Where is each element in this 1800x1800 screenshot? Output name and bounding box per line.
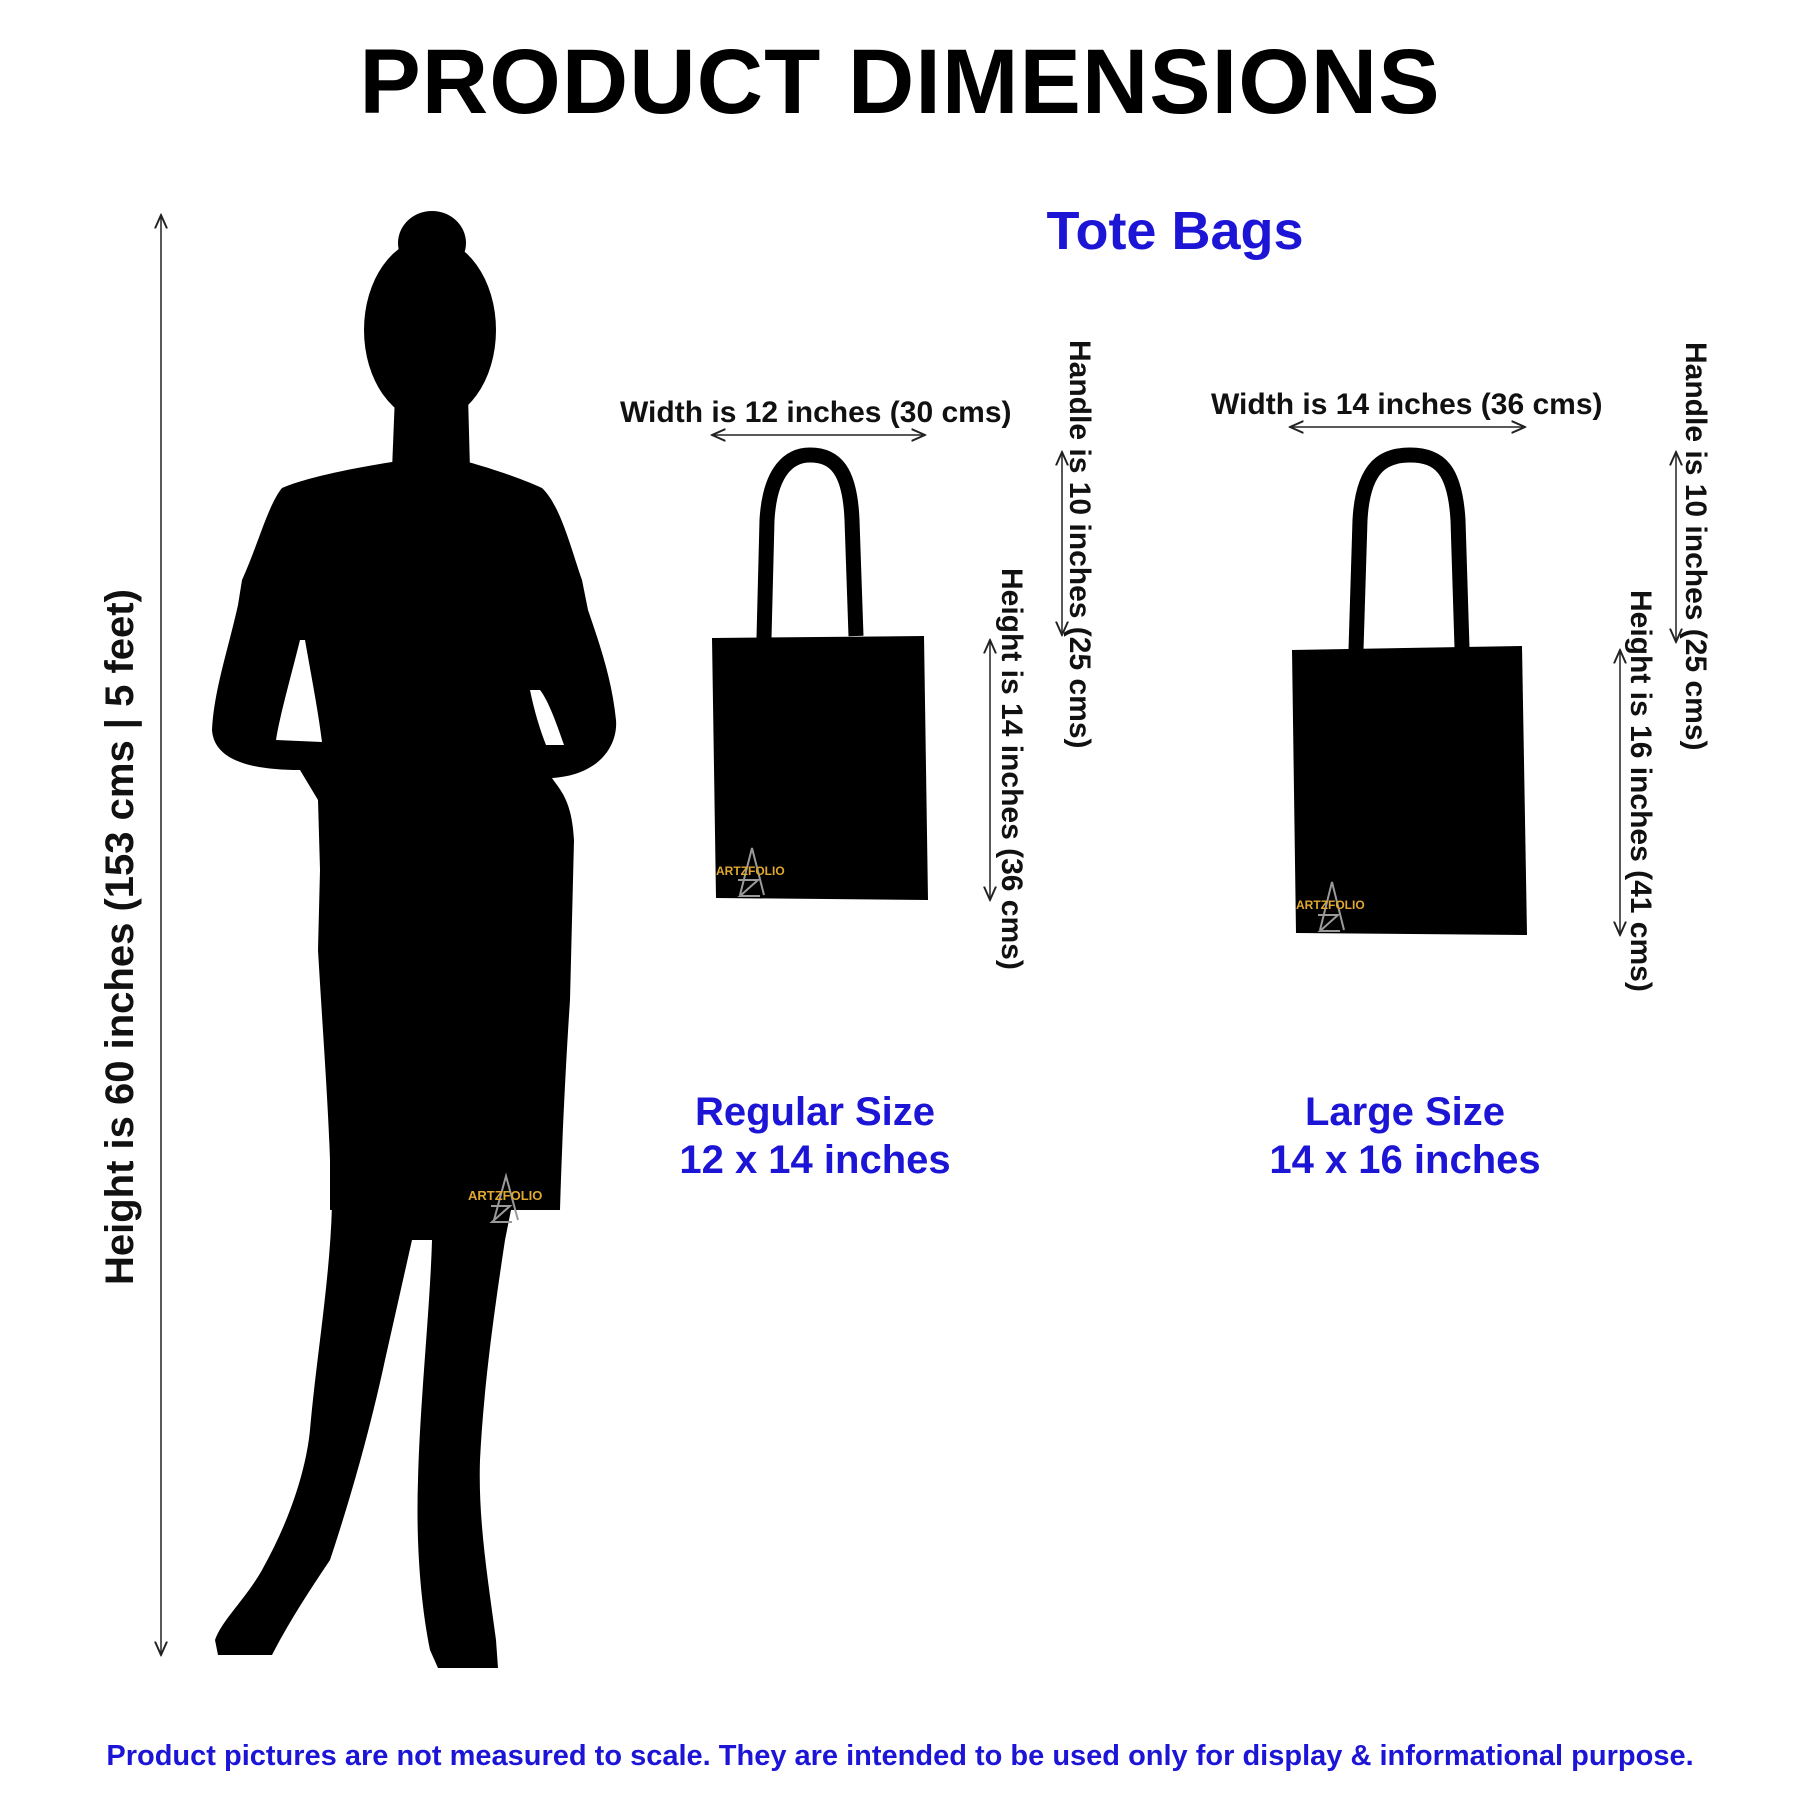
regular-size-caption: Regular Size 12 x 14 inches [615,1088,1015,1184]
section-subtitle: Tote Bags [1046,201,1304,261]
regular-size-name: Regular Size [694,1090,936,1134]
large-size-caption: Large Size 14 x 16 inches [1205,1088,1605,1184]
large-width-label: Width is 14 inches (36 cms) [1211,388,1603,421]
woman-silhouette [212,211,617,1668]
large-bag-logo-text: ARTZFOLIO [1296,898,1365,912]
regular-width-label: Width is 12 inches (30 cms) [620,396,1012,429]
disclaimer-footer: Product pictures are not measured to sca… [106,1740,1694,1772]
regular-size-dims: 12 x 14 inches [679,1138,951,1182]
dress-logo-text: ARTZFOLIO [468,1188,543,1203]
regular-handle-label: Handle is 10 inches (25 cms) [1063,340,1096,749]
dress-logo [489,1172,519,1223]
large-tote-bag [1292,447,1527,935]
person-height-label: Height is 60 inches (153 cms | 5 feet) [98,589,142,1285]
regular-bag-logo-text: ARTZFOLIO [716,864,785,878]
large-size-name: Large Size [1304,1090,1506,1134]
regular-tote-bag [712,447,928,900]
large-height-label: Height is 16 inches (41 cms) [1624,590,1657,992]
large-handle-label: Handle is 10 inches (25 cms) [1679,342,1712,751]
large-size-dims: 14 x 16 inches [1269,1138,1541,1182]
regular-height-label: Height is 14 inches (36 cms) [995,568,1028,970]
page-title: PRODUCT DIMENSIONS [359,31,1441,133]
